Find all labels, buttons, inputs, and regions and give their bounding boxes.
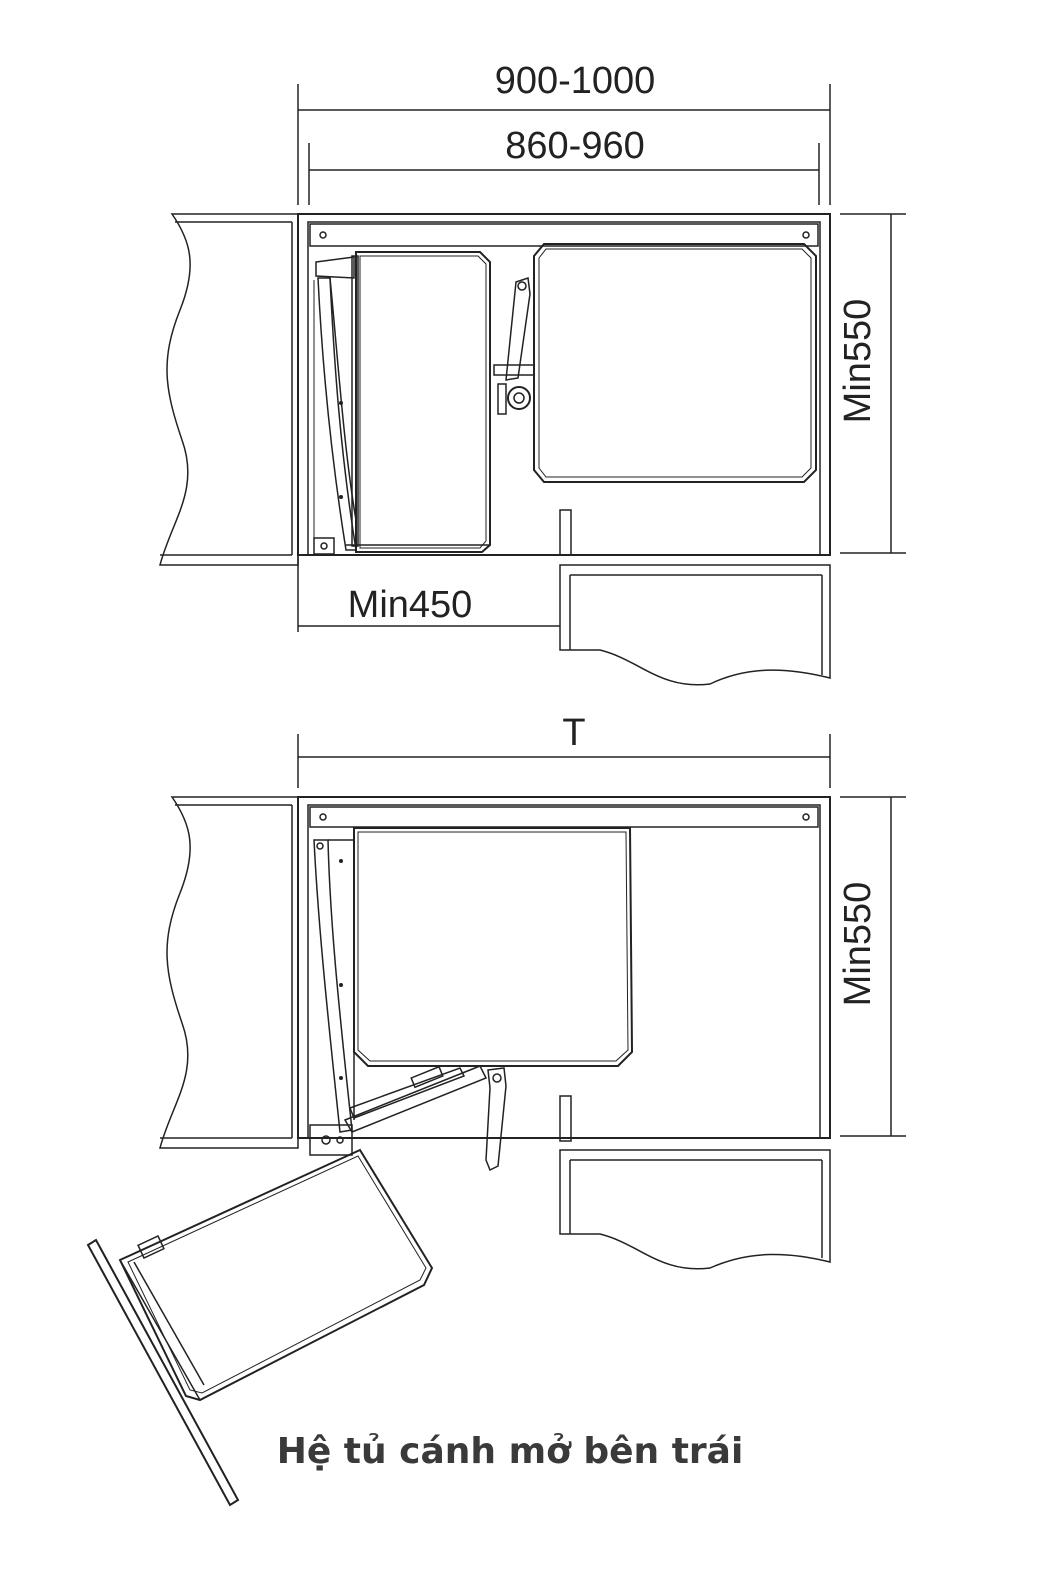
right-basket (533, 243, 817, 483)
depth-label-top: Min550 (837, 299, 879, 424)
adjacent-cabinet-bottom-2 (559, 1149, 831, 1270)
dimension-width-T: T (297, 712, 831, 788)
dimension-inner-width: 860-960 (308, 125, 820, 205)
width-T-label: T (562, 712, 585, 754)
door-offset-label: Min450 (348, 584, 473, 626)
rear-basket-slid (353, 827, 634, 1067)
adjacent-cabinet-left-2 (159, 796, 299, 1149)
bottom-view: T (86, 712, 906, 1507)
dimension-door-offset: Min450 (297, 555, 560, 632)
adjacent-cabinet-left (159, 213, 299, 566)
door-stop-post (559, 509, 572, 556)
dimension-depth-bottom: Min550 (837, 796, 906, 1137)
swing-rail (313, 839, 355, 1133)
door-stop-post-2 (559, 1095, 572, 1142)
diagram-caption: Hệ tủ cánh mở bên trái (277, 1431, 744, 1472)
depth-label-bottom: Min550 (837, 882, 879, 1007)
adjacent-cabinet-bottom (559, 564, 831, 686)
dimension-depth-top: Min550 (837, 213, 906, 554)
front-basket-swung (118, 1148, 434, 1402)
corner-cabinet-body-2 (297, 796, 831, 1139)
linkage-arm (493, 276, 535, 415)
outer-width-label: 900-1000 (495, 60, 656, 102)
left-basket (313, 251, 491, 555)
hinge-bracket (309, 1124, 353, 1156)
dimension-outer-width: 900-1000 (297, 60, 831, 205)
inner-width-label: 860-960 (505, 125, 644, 167)
corner-cabinet-body (297, 213, 831, 556)
top-view: 900-1000 860-960 (159, 60, 906, 686)
pull-out-slides (343, 1065, 507, 1172)
cabinet-door-swung (86, 1238, 240, 1507)
